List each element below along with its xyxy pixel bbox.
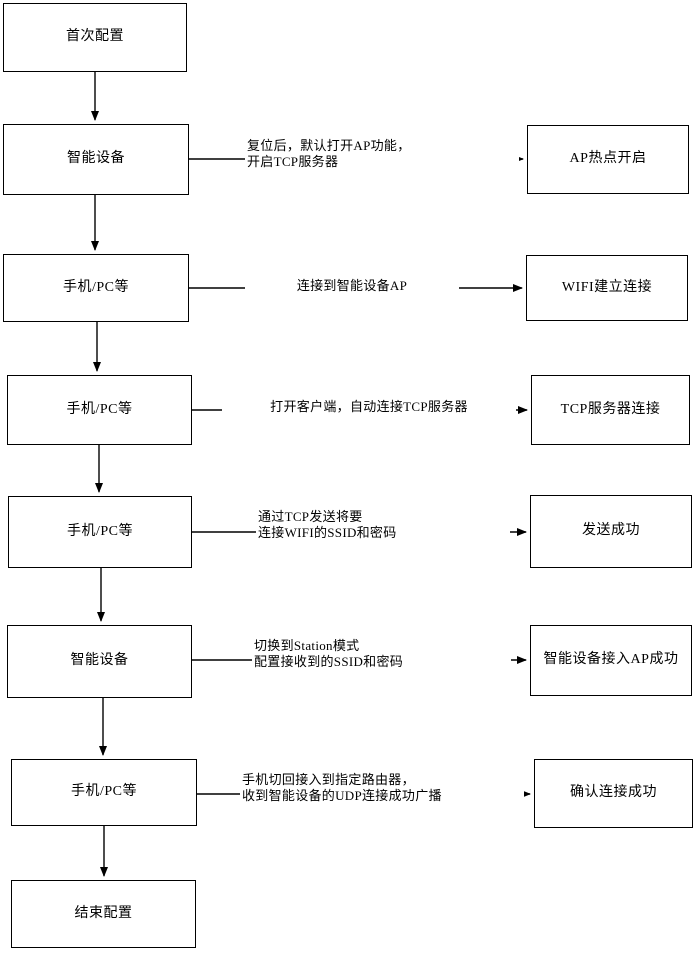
node-phone4-label: 手机/PC等 bbox=[70, 784, 137, 800]
node-tcp-conn[interactable]: TCP服务器连接 bbox=[531, 375, 690, 445]
node-phone3-label: 手机/PC等 bbox=[66, 523, 133, 539]
node-ap-on[interactable]: AP热点开启 bbox=[527, 125, 689, 194]
node-device1-label: 智能设备 bbox=[67, 151, 125, 167]
node-wifi-conn[interactable]: WIFI建立连接 bbox=[526, 255, 688, 321]
node-phone2-label: 手机/PC等 bbox=[66, 401, 133, 417]
node-send-ok-label: 发送成功 bbox=[582, 523, 640, 539]
node-end-label: 结束配置 bbox=[74, 905, 133, 921]
node-confirm-ok-label: 确认连接成功 bbox=[570, 785, 657, 801]
node-ap-on-label: AP热点开启 bbox=[569, 151, 647, 167]
node-dev-ap-ok-label: 智能设备接入AP成功 bbox=[543, 652, 679, 668]
edge-label-phone2-to-tcp: 打开客户端，自动连接TCP服务器 bbox=[222, 399, 516, 416]
node-phone3[interactable]: 手机/PC等 bbox=[8, 496, 192, 568]
node-confirm-ok[interactable]: 确认连接成功 bbox=[534, 759, 693, 828]
node-start[interactable]: 首次配置 bbox=[3, 3, 187, 72]
node-start-label: 首次配置 bbox=[66, 29, 124, 45]
node-phone2[interactable]: 手机/PC等 bbox=[7, 375, 192, 445]
node-phone1[interactable]: 手机/PC等 bbox=[3, 254, 189, 322]
edge-label-phone3-to-send-ok: 通过TCP发送将要 连接WIFI的SSID和密码 bbox=[256, 509, 510, 542]
edge-label-phone4-to-confirm-ok: 手机切回接入到指定路由器， 收到智能设备的UDP连接成功广播 bbox=[240, 772, 524, 805]
edge-label-device2-to-dev-ap-ok: 切换到Station模式 配置接收到的SSID和密码 bbox=[252, 638, 511, 671]
node-end[interactable]: 结束配置 bbox=[11, 880, 196, 948]
node-dev-ap-ok[interactable]: 智能设备接入AP成功 bbox=[530, 625, 692, 696]
node-wifi-conn-label: WIFI建立连接 bbox=[561, 279, 653, 295]
edge-label-device1-to-ap-on: 复位后，默认打开AP功能， 开启TCP服务器 bbox=[245, 138, 519, 171]
node-phone1-label: 手机/PC等 bbox=[62, 279, 129, 295]
node-device2-label: 智能设备 bbox=[70, 653, 129, 669]
edge-label-phone1-to-wifi: 连接到智能设备AP bbox=[245, 278, 459, 295]
node-send-ok[interactable]: 发送成功 bbox=[530, 495, 692, 568]
node-tcp-conn-label: TCP服务器连接 bbox=[560, 401, 661, 417]
node-device1[interactable]: 智能设备 bbox=[3, 124, 189, 195]
node-phone4[interactable]: 手机/PC等 bbox=[11, 759, 197, 826]
node-device2[interactable]: 智能设备 bbox=[7, 625, 192, 698]
